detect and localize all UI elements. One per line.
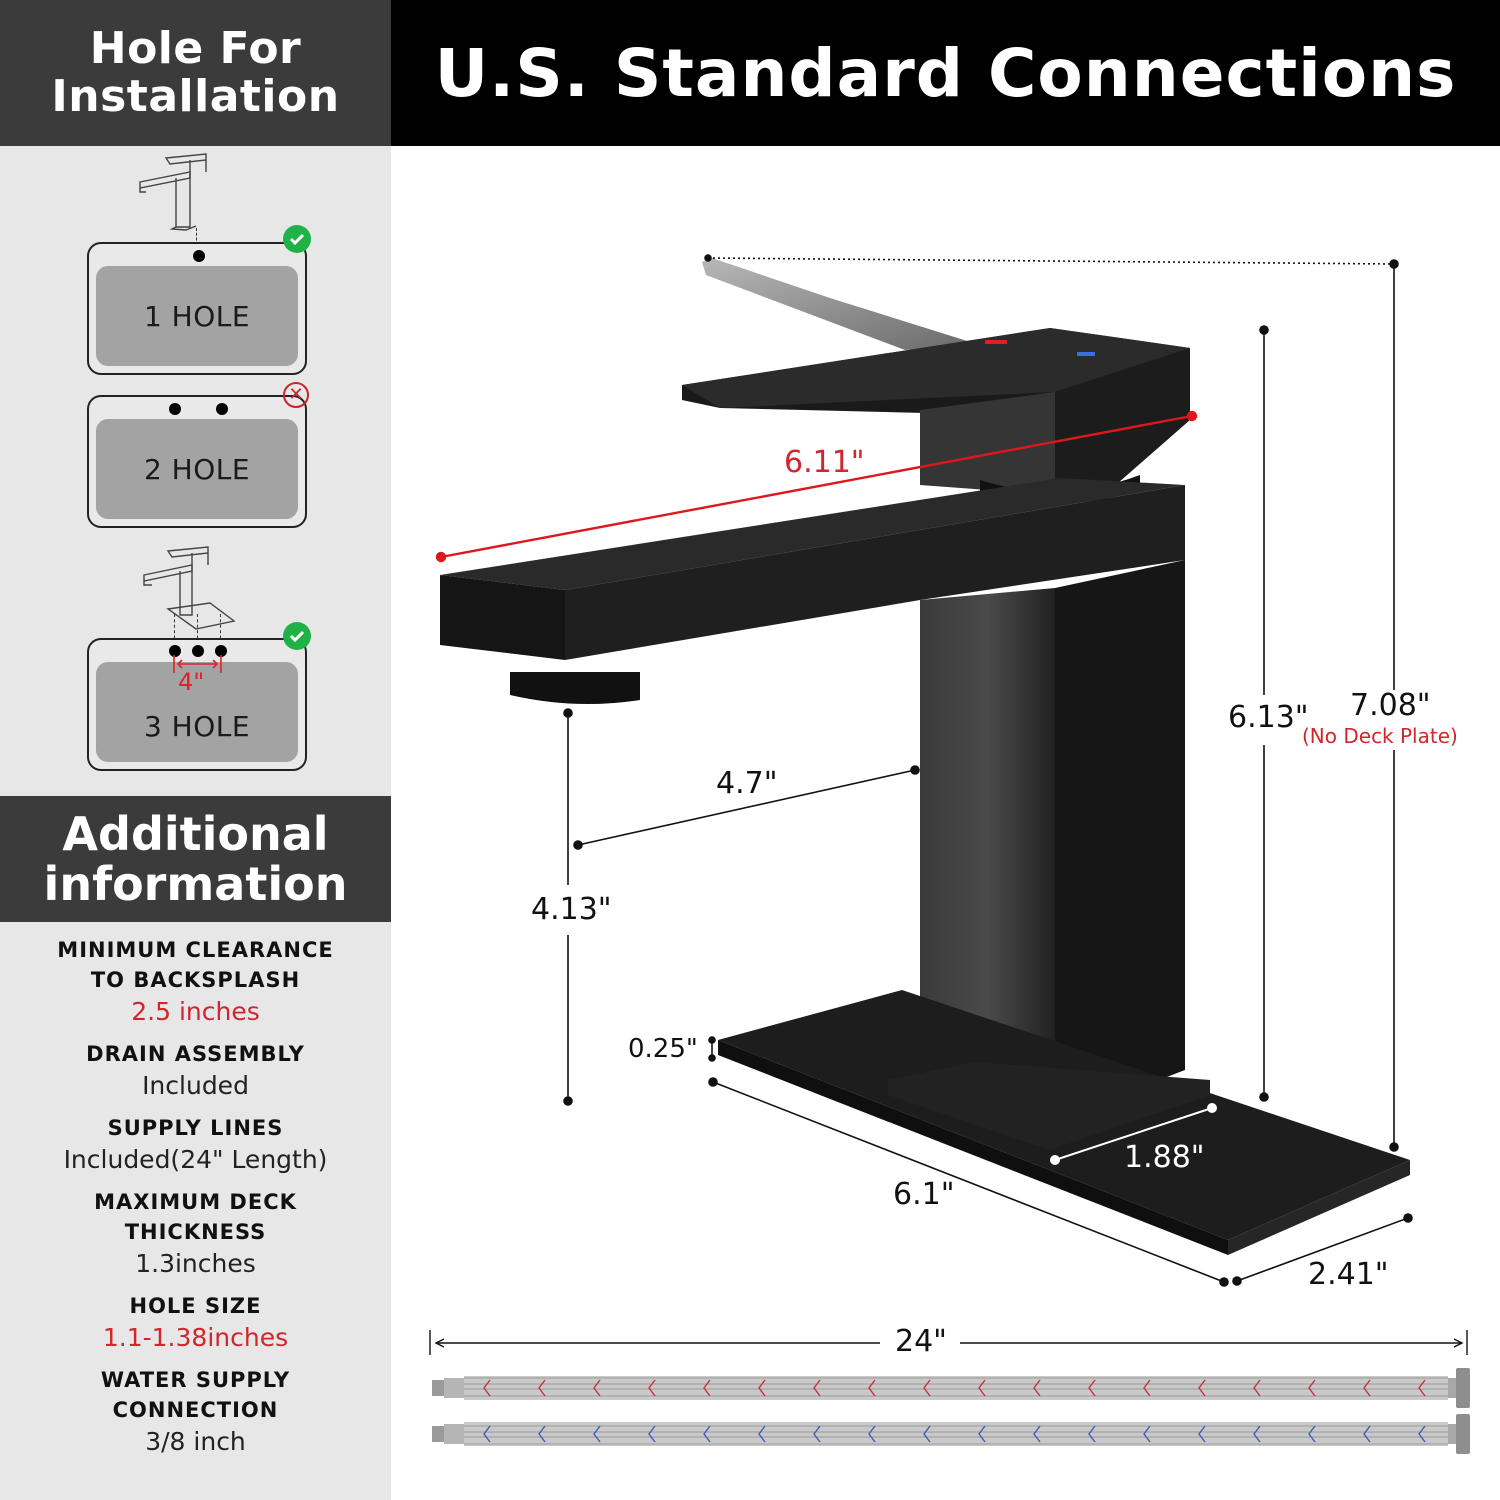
info-label: SUPPLY LINES [107,1116,284,1140]
info-value: Included(24" Length) [63,1145,328,1174]
dashed-guide [197,614,198,644]
hole-dot [193,250,205,262]
info-label: CONNECTION [112,1398,279,1422]
spacing-arrow-icon [173,655,222,673]
info-label: TO BACKSPLASH [90,968,301,992]
check-icon [283,225,311,253]
main-title: U.S. Standard Connections [434,34,1457,112]
info-label: MINIMUM CLEARANCE [57,938,334,962]
dim-deck-length: 6.1" [893,1177,955,1212]
info-value: 2.5 inches [131,997,260,1026]
additional-info-header: Additional information [0,796,391,922]
info-item-hole-size: HOLE SIZE 1.1-1.38inches [0,1291,391,1355]
additional-title-line1: Additional [62,807,329,861]
hole-option-label: 1 HOLE [143,299,251,333]
dim-base-width: 1.88" [1124,1140,1205,1175]
sink-basin: 3 HOLE [96,662,298,762]
info-item-clearance: MINIMUM CLEARANCE TO BACKSPLASH 2.5 inch… [0,935,391,1029]
info-item-deck-thickness: MAXIMUM DECK THICKNESS 1.3inches [0,1187,391,1281]
info-label: HOLE SIZE [129,1294,262,1318]
info-value: 1.1-1.38inches [102,1323,289,1352]
cross-icon: ✕ [283,382,309,408]
hole-option-2: 2 HOLE [87,395,307,528]
hot-supply-line [432,1368,1470,1408]
info-item-water-connection: WATER SUPPLY CONNECTION 3/8 inch [0,1365,391,1459]
dim-height-spout-top: 6.13" [1228,700,1309,735]
info-label: THICKNESS [124,1220,267,1244]
info-value: Included [142,1071,249,1100]
left-panel: Hole For Installation 1 HOLE 2 HOLE ✕ [0,0,391,1500]
info-value: 1.3inches [135,1249,256,1278]
hole-option-label: 2 HOLE [143,452,251,486]
hole-option-1: 1 HOLE [87,242,307,375]
hole-dot [192,645,204,657]
additional-title-line2: information [43,857,348,911]
sink-basin: 2 HOLE [96,419,298,519]
faucet-outline-icon [139,153,207,231]
hole-title-line2: Installation [51,71,340,122]
dashed-guide [220,614,221,644]
hole-dot [216,403,228,415]
info-value: 3/8 inch [145,1427,246,1456]
dim-total-height-note: (No Deck Plate) [1302,724,1458,748]
main-header: U.S. Standard Connections [391,0,1500,146]
raised-handle-ghost [702,258,980,350]
info-label: WATER SUPPLY [100,1368,291,1392]
hole-title-line1: Hole For [89,23,302,74]
hot-indicator [985,340,1007,344]
faucet-deckplate-outline-icon [143,546,236,630]
dim-deck-thickness: 0.25" [628,1034,698,1064]
hole-dot [169,403,181,415]
dim-handle-spout-length: 6.11" [784,445,865,480]
hole-installation-header: Hole For Installation [0,0,391,146]
hole-dot [215,645,227,657]
hole-option-3: 3 HOLE [87,638,307,771]
dim-supply-line-length: 24" [895,1324,947,1359]
dim-spout-reach: 4.7" [716,766,778,801]
info-label: MAXIMUM DECK [94,1190,297,1214]
cold-supply-line [432,1414,1470,1454]
check-icon [283,622,311,650]
info-list: MINIMUM CLEARANCE TO BACKSPLASH 2.5 inch… [0,935,391,1469]
dim-total-height: 7.08" [1350,688,1431,723]
cold-indicator [1077,352,1095,356]
dashed-guide [196,228,197,250]
info-item-supply-lines: SUPPLY LINES Included(24" Length) [0,1113,391,1177]
info-item-drain: DRAIN ASSEMBLY Included [0,1039,391,1103]
hole-spacing-label: 4" [178,668,205,696]
hole-option-label: 3 HOLE [143,709,251,743]
hole-dot [169,645,181,657]
dim-deck-width: 2.41" [1308,1257,1389,1292]
sink-basin: 1 HOLE [96,266,298,366]
dashed-guide [174,614,175,644]
dim-spout-height: 4.13" [531,892,612,927]
info-label: DRAIN ASSEMBLY [86,1042,305,1066]
